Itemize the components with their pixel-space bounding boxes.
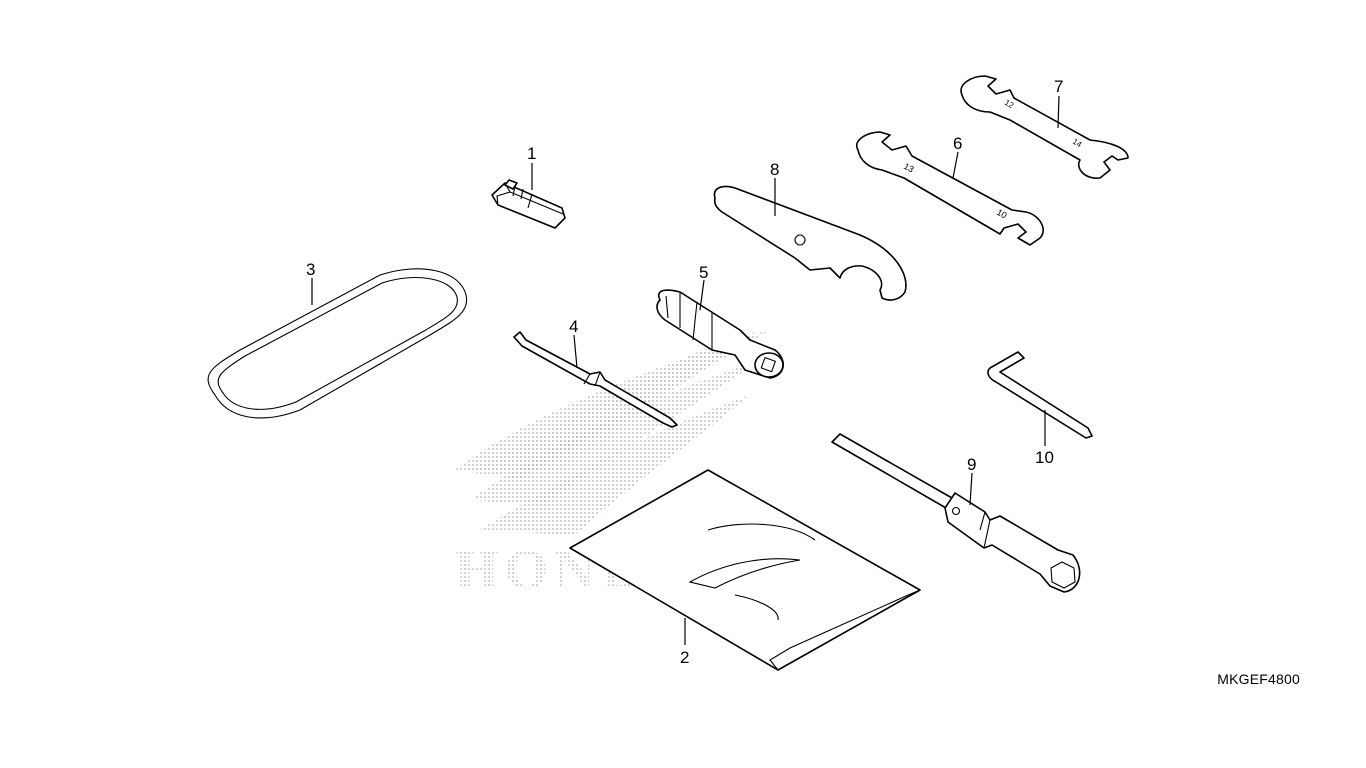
callout-7: 7 <box>1054 77 1063 96</box>
screwdriver-handle-part <box>656 289 784 379</box>
belt-strap-part <box>207 268 468 419</box>
fuse-clip-part <box>491 179 566 229</box>
callout-10: 10 <box>1035 448 1054 467</box>
callout-3: 3 <box>306 260 315 279</box>
callout-8: 8 <box>770 160 779 179</box>
callout-labels: 1 2 3 4 5 6 7 8 9 10 <box>306 77 1063 667</box>
open-end-wrench-large-part: 13 10 <box>855 131 1044 246</box>
tool-bag-part <box>569 469 921 671</box>
hex-key-part <box>987 351 1093 439</box>
leader-lines <box>311 95 1060 645</box>
callout-9: 9 <box>967 455 976 474</box>
open-end-wrench-small-part: 12 14 <box>960 75 1129 179</box>
callout-5: 5 <box>699 263 708 282</box>
svg-text:13: 13 <box>902 161 916 175</box>
svg-text:10: 10 <box>995 207 1009 221</box>
screwdriver-part <box>513 331 678 428</box>
callout-2: 2 <box>680 648 689 667</box>
drawing-code: MKGEF4800 <box>1217 671 1300 687</box>
pin-spanner-part <box>713 185 907 301</box>
spark-plug-wrench-part <box>831 433 1081 593</box>
callout-4: 4 <box>569 317 578 336</box>
callout-1: 1 <box>527 144 536 163</box>
callout-6: 6 <box>953 134 962 153</box>
